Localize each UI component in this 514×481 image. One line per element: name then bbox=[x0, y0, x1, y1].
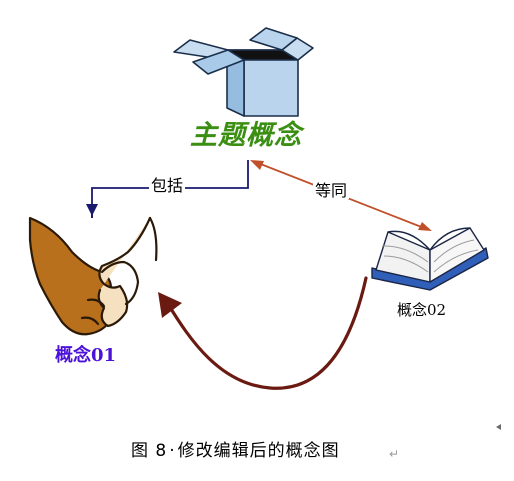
include-edge-label: 包括 bbox=[149, 176, 186, 195]
caption-text: 修改编辑后的概念图 bbox=[177, 441, 340, 461]
equal-edge-label: 等同 bbox=[313, 181, 350, 200]
box-icon bbox=[173, 27, 314, 117]
handshake-icon bbox=[28, 216, 158, 336]
main-concept-label: 主题概念 bbox=[190, 120, 302, 151]
figure-caption: 图 8·修改编辑后的概念图 bbox=[131, 443, 340, 460]
edge-marker-icon bbox=[496, 424, 501, 430]
concept-01-label: 概念01 bbox=[55, 345, 117, 366]
paragraph-return-icon: ↵ bbox=[389, 447, 400, 461]
concept-02-label: 概念02 bbox=[397, 301, 447, 319]
book-icon bbox=[371, 227, 489, 291]
caption-separator: · bbox=[169, 441, 176, 461]
caption-number: 8 bbox=[155, 441, 168, 461]
curved-arrow bbox=[158, 276, 368, 390]
caption-prefix: 图 bbox=[131, 441, 149, 461]
